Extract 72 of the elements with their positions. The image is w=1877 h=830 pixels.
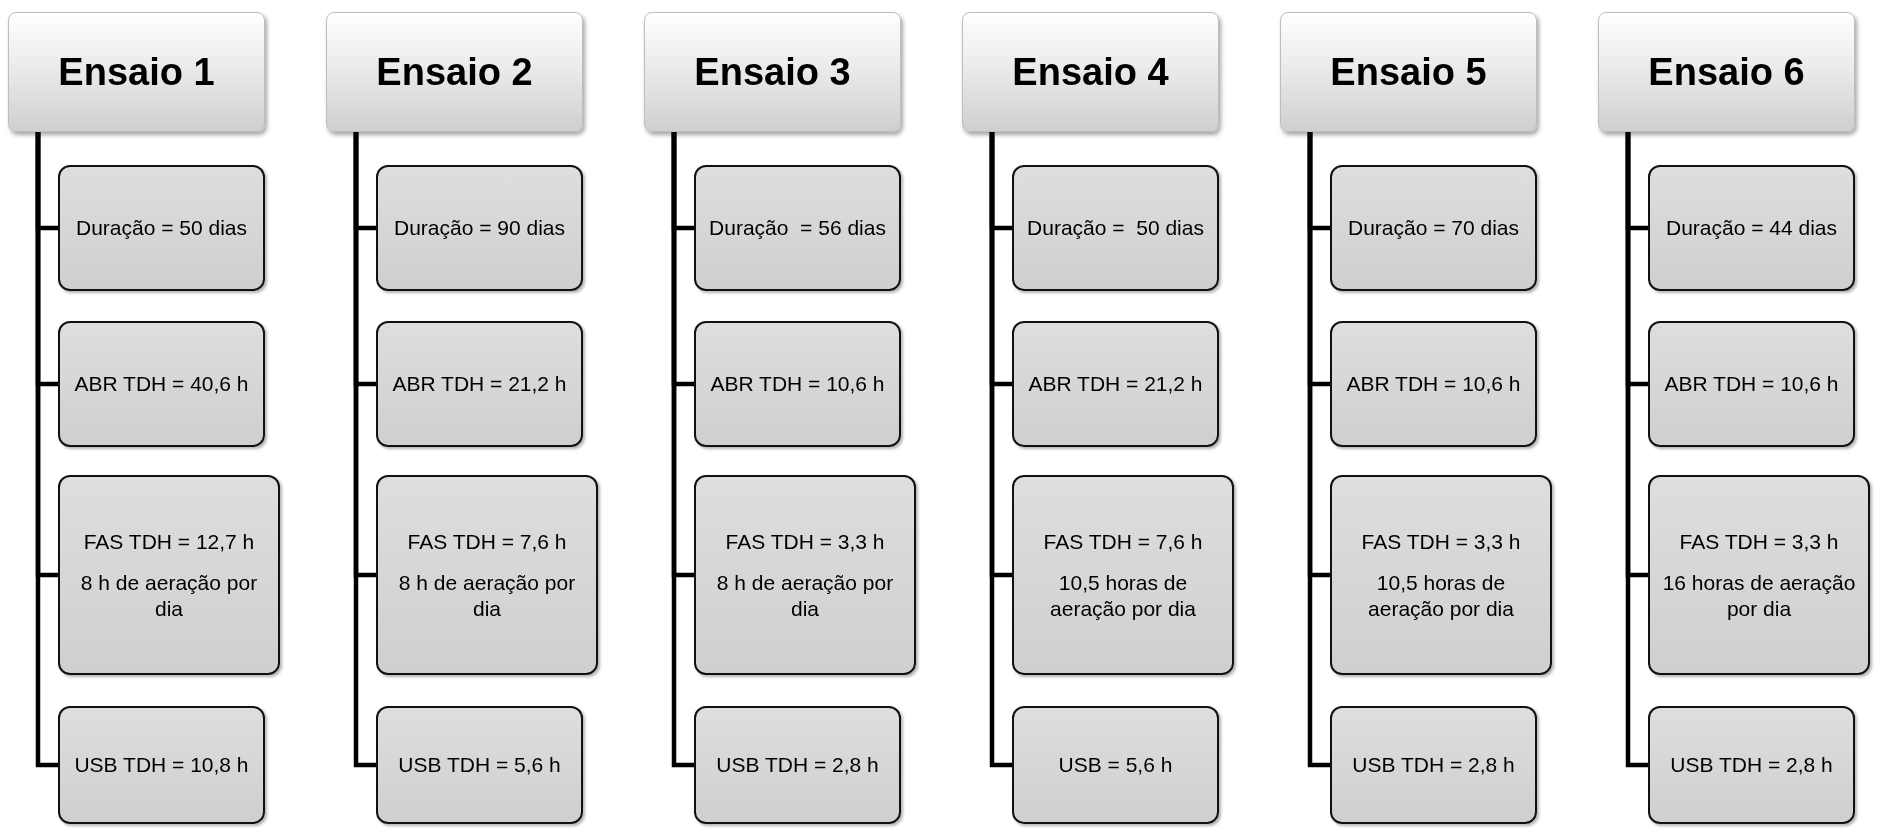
info-box	[58, 321, 265, 447]
box-text: Duração = 56 dias	[709, 215, 886, 241]
connector-line	[1625, 132, 1648, 768]
box-text: ABR TDH = 21,2 h	[392, 371, 567, 397]
header-box	[644, 12, 901, 132]
box-text: 8 h de aeração por dia	[397, 570, 577, 621]
info-box	[1648, 321, 1855, 447]
box-text: FAS TDH = 7,6 h	[407, 529, 567, 555]
info-box	[694, 706, 901, 824]
info-box	[1012, 321, 1219, 447]
info-box	[1330, 165, 1537, 291]
box-text: ABR TDH = 10,6 h	[1346, 371, 1521, 397]
connector-line	[1307, 132, 1330, 768]
box-text: Duração = 44 dias	[1666, 215, 1837, 241]
header-box	[1280, 12, 1537, 132]
info-box	[1330, 475, 1552, 675]
info-box	[694, 475, 916, 675]
box-text: USB TDH = 5,6 h	[398, 752, 561, 778]
info-box	[1648, 475, 1870, 675]
info-box	[1012, 706, 1219, 824]
box-text: USB TDH = 2,8 h	[1670, 752, 1833, 778]
box-text: FAS TDH = 12,7 h	[83, 529, 255, 555]
info-box	[694, 165, 901, 291]
box-text: FAS TDH = 3,3 h	[725, 529, 885, 555]
box-text: ABR TDH = 10,6 h	[710, 371, 885, 397]
box-text: 8 h de aeração por dia	[79, 570, 259, 621]
info-box	[376, 475, 598, 675]
info-box	[1648, 706, 1855, 824]
connector-line	[989, 132, 1012, 768]
info-box	[694, 321, 901, 447]
header-box	[1598, 12, 1855, 132]
box-text: Duração = 50 dias	[76, 215, 247, 241]
header-box	[962, 12, 1219, 132]
box-text: USB = 5,6 h	[1058, 752, 1173, 778]
info-box	[58, 475, 280, 675]
box-text: ABR TDH = 21,2 h	[1028, 371, 1203, 397]
box-text: FAS TDH = 7,6 h	[1043, 529, 1203, 555]
info-box	[1012, 165, 1219, 291]
info-box	[376, 321, 583, 447]
info-box	[1330, 321, 1537, 447]
info-box	[1330, 706, 1537, 824]
box-text: Duração = 90 dias	[394, 215, 565, 241]
info-box	[1648, 165, 1855, 291]
info-box	[376, 706, 583, 824]
box-text: Duração = 70 dias	[1348, 215, 1519, 241]
title-text: Ensaio 5	[1330, 50, 1487, 94]
box-text: USB TDH = 2,8 h	[1352, 752, 1515, 778]
box-text: FAS TDH = 3,3 h	[1679, 529, 1839, 555]
header-box	[326, 12, 583, 132]
title-text: Ensaio 6	[1648, 50, 1805, 94]
info-box	[58, 165, 265, 291]
box-text: ABR TDH = 40,6 h	[74, 371, 249, 397]
box-text: 10,5 horas de aeração por dia	[1049, 570, 1197, 621]
connector-line	[353, 132, 376, 768]
title-text: Ensaio 1	[58, 50, 215, 94]
box-text: USB TDH = 10,8 h	[74, 752, 249, 778]
title-text: Ensaio 3	[694, 50, 851, 94]
box-text: FAS TDH = 3,3 h	[1361, 529, 1521, 555]
info-box	[376, 165, 583, 291]
title-text: Ensaio 4	[1012, 50, 1169, 94]
box-text: 16 horas de aeração por dia	[1661, 570, 1857, 621]
title-text: Ensaio 2	[376, 50, 533, 94]
info-box	[58, 706, 265, 824]
connector-line	[671, 132, 694, 768]
info-box	[1012, 475, 1234, 675]
box-text: Duração = 50 dias	[1027, 215, 1204, 241]
box-text: ABR TDH = 10,6 h	[1664, 371, 1839, 397]
box-text: 8 h de aeração por dia	[715, 570, 895, 621]
connector-line	[35, 132, 58, 768]
box-text: 10,5 horas de aeração por dia	[1367, 570, 1515, 621]
box-text: USB TDH = 2,8 h	[716, 752, 879, 778]
header-box	[8, 12, 265, 132]
